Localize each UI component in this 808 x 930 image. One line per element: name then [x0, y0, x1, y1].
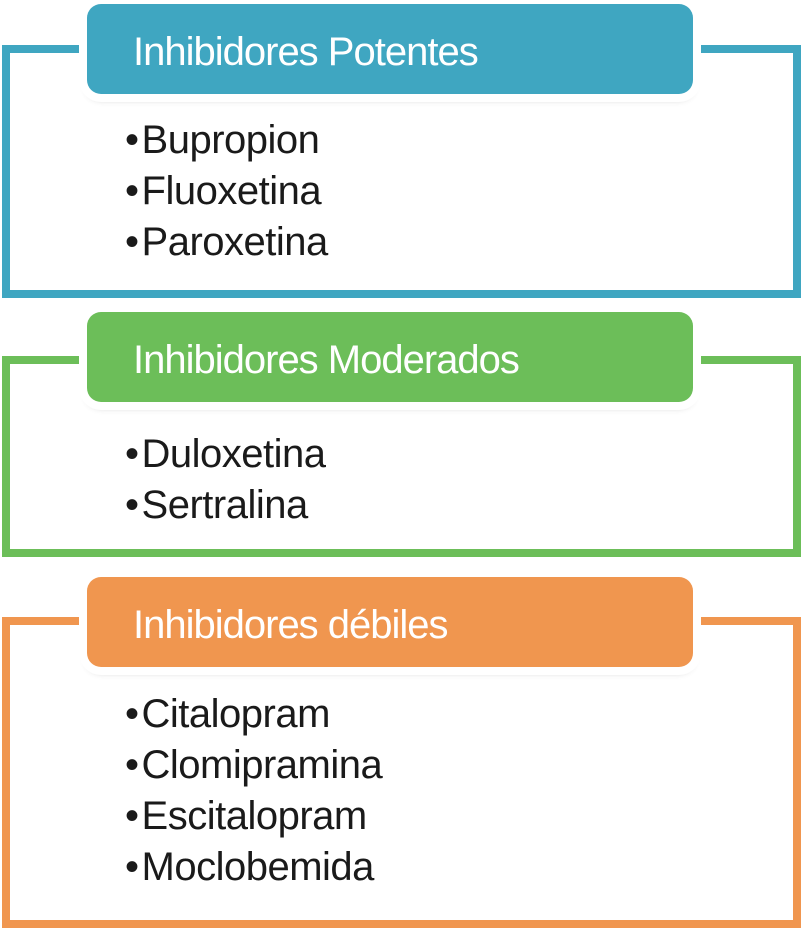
bullet-icon: • — [125, 483, 139, 527]
list-item: •Clomipramina — [125, 740, 383, 791]
section-outline — [2, 356, 801, 557]
item-label: Clomipramina — [141, 743, 383, 787]
bullet-icon: • — [125, 845, 139, 889]
section-item-list: •Duloxetina •Sertralina — [125, 429, 326, 531]
section-title: Inhibidores débiles — [133, 602, 449, 647]
list-item: •Citalopram — [125, 689, 382, 740]
list-item: •Fluoxetina — [125, 166, 328, 217]
item-label: Citalopram — [141, 692, 331, 736]
item-label: Escitalopram — [141, 794, 368, 838]
bullet-icon: • — [125, 118, 139, 162]
bullet-icon: • — [125, 743, 139, 787]
bullet-icon: • — [125, 432, 139, 476]
list-item: •Duloxetina — [125, 429, 326, 480]
item-label: Moclobemida — [141, 845, 375, 889]
section-outline — [2, 45, 801, 298]
list-item: •Escitalopram — [125, 791, 382, 842]
list-item: •Sertralina — [125, 480, 326, 531]
section-header: Inhibidores débiles — [87, 577, 693, 667]
section-header: Inhibidores Potentes — [87, 4, 693, 94]
list-item: •Paroxetina — [125, 217, 328, 268]
item-label: Bupropion — [141, 118, 320, 162]
item-label: Fluoxetina — [141, 169, 322, 213]
item-label: Duloxetina — [141, 432, 327, 476]
bullet-icon: • — [125, 692, 139, 736]
bullet-icon: • — [125, 794, 139, 838]
item-label: Sertralina — [141, 483, 309, 527]
bullet-icon: • — [125, 220, 139, 264]
section-outline — [2, 617, 801, 928]
section-item-list: •Citalopram •Clomipramina •Escitalopram … — [125, 689, 383, 893]
section-item-list: •Bupropion •Fluoxetina •Paroxetina — [125, 115, 328, 268]
section-header: Inhibidores Moderados — [87, 312, 693, 402]
list-item: •Bupropion — [125, 115, 328, 166]
section-title: Inhibidores Moderados — [133, 337, 520, 382]
section-title: Inhibidores Potentes — [133, 29, 479, 74]
list-item: •Moclobemida — [125, 842, 382, 893]
bullet-icon: • — [125, 169, 139, 213]
item-label: Paroxetina — [141, 220, 329, 264]
